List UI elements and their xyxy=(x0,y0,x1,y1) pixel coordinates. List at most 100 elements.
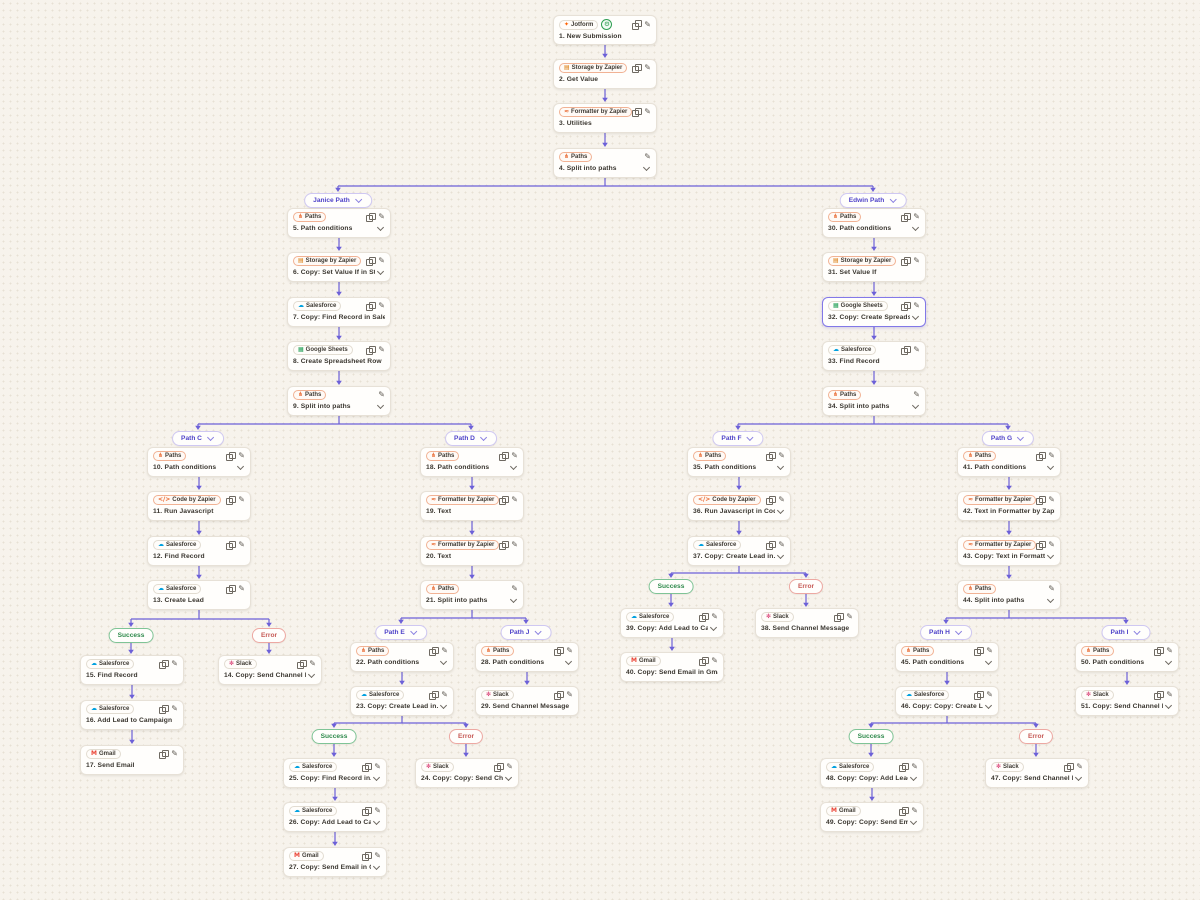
step-card-6[interactable]: ▤ Storage by Zapier ✎ 6. Copy: Set Value… xyxy=(287,252,391,282)
path-label-pathH[interactable]: Path H xyxy=(920,625,972,640)
copy-icon[interactable] xyxy=(366,301,376,311)
path-label-pathD[interactable]: Path D xyxy=(445,431,497,446)
copy-icon[interactable] xyxy=(699,656,709,666)
step-card-19[interactable]: ≈ Formatter by Zapier ✎ 19. Text xyxy=(420,491,524,521)
chevron-down-icon[interactable] xyxy=(984,701,993,710)
chevron-down-icon[interactable] xyxy=(984,657,993,666)
copy-icon[interactable] xyxy=(429,646,439,656)
edit-pencil-icon[interactable]: ✎ xyxy=(846,612,853,621)
edit-pencil-icon[interactable]: ✎ xyxy=(1166,646,1173,655)
chevron-down-icon[interactable] xyxy=(1133,627,1141,636)
chevron-down-icon[interactable] xyxy=(509,462,518,471)
chevron-down-icon[interactable] xyxy=(409,627,417,636)
step-card-9[interactable]: ⋔ Paths ✎ 9. Split into paths xyxy=(287,386,391,416)
edit-pencil-icon[interactable]: ✎ xyxy=(913,212,920,221)
chevron-down-icon[interactable] xyxy=(1046,551,1055,560)
copy-icon[interactable] xyxy=(901,256,911,266)
step-card-45[interactable]: ⋔ Paths ✎ 45. Path conditions xyxy=(895,642,999,672)
step-card-29[interactable]: ✻ Slack ✎ 29. Send Channel Message xyxy=(475,686,579,716)
chevron-down-icon[interactable] xyxy=(479,433,487,442)
copy-icon[interactable] xyxy=(366,256,376,266)
copy-icon[interactable] xyxy=(554,690,564,700)
copy-icon[interactable] xyxy=(974,690,984,700)
copy-icon[interactable] xyxy=(362,762,372,772)
step-card-1[interactable]: ✦ Jotform ⚙ ✎ 1. New Submission xyxy=(553,15,657,45)
chevron-down-icon[interactable] xyxy=(889,195,897,204)
copy-icon[interactable] xyxy=(899,762,909,772)
copy-icon[interactable] xyxy=(362,806,372,816)
edit-pencil-icon[interactable]: ✎ xyxy=(374,762,381,771)
edit-pencil-icon[interactable]: ✎ xyxy=(644,19,651,29)
step-card-22[interactable]: ⋔ Paths ✎ 22. Path conditions xyxy=(350,642,454,672)
edit-pencil-icon[interactable]: ✎ xyxy=(378,345,385,354)
edit-pencil-icon[interactable]: ✎ xyxy=(441,690,448,699)
path-label-pathF[interactable]: Path F xyxy=(712,431,764,446)
edit-pencil-icon[interactable]: ✎ xyxy=(171,659,178,668)
copy-icon[interactable] xyxy=(901,345,911,355)
step-card-5[interactable]: ⋔ Paths ✎ 5. Path conditions xyxy=(287,208,391,238)
step-card-23[interactable]: ☁ Salesforce ✎ 23. Copy: Create Lead in.… xyxy=(350,686,454,716)
path-label-pathC[interactable]: Path C xyxy=(172,431,224,446)
edit-pencil-icon[interactable]: ✎ xyxy=(986,690,993,699)
copy-icon[interactable] xyxy=(1154,690,1164,700)
step-card-44[interactable]: ⋔ Paths ✎ 44. Split into paths xyxy=(957,580,1061,610)
chevron-down-icon[interactable] xyxy=(1017,433,1025,442)
copy-icon[interactable] xyxy=(499,495,509,505)
copy-icon[interactable] xyxy=(362,851,372,861)
step-card-27[interactable]: M Gmail ✎ 27. Copy: Send Email in Gmail.… xyxy=(283,847,387,877)
chevron-down-icon[interactable] xyxy=(776,551,785,560)
edit-pencil-icon[interactable]: ✎ xyxy=(1048,495,1055,504)
edit-pencil-icon[interactable]: ✎ xyxy=(378,256,385,265)
edit-pencil-icon[interactable]: ✎ xyxy=(374,806,381,815)
chevron-down-icon[interactable] xyxy=(509,595,518,604)
step-card-20[interactable]: ≈ Formatter by Zapier ✎ 20. Text xyxy=(420,536,524,566)
chevron-down-icon[interactable] xyxy=(642,163,651,172)
path-label-pathJ[interactable]: Path J xyxy=(500,625,552,640)
edit-pencil-icon[interactable]: ✎ xyxy=(378,390,385,399)
copy-icon[interactable] xyxy=(429,690,439,700)
chevron-down-icon[interactable] xyxy=(909,773,918,782)
copy-icon[interactable] xyxy=(159,749,169,759)
step-card-36[interactable]: </> Code by Zapier ✎ 36. Run Javascript … xyxy=(687,491,791,521)
edit-pencil-icon[interactable]: ✎ xyxy=(1166,690,1173,699)
edit-pencil-icon[interactable]: ✎ xyxy=(566,690,573,699)
chevron-down-icon[interactable] xyxy=(376,401,385,410)
step-card-30[interactable]: ⋔ Paths ✎ 30. Path conditions xyxy=(822,208,926,238)
step-card-35[interactable]: ⋔ Paths ✎ 35. Path conditions xyxy=(687,447,791,477)
copy-icon[interactable] xyxy=(834,612,844,622)
chevron-down-icon[interactable] xyxy=(1164,701,1173,710)
chevron-down-icon[interactable] xyxy=(909,817,918,826)
edit-pencil-icon[interactable]: ✎ xyxy=(309,659,316,668)
chevron-down-icon[interactable] xyxy=(911,401,920,410)
copy-icon[interactable] xyxy=(226,540,236,550)
step-card-7[interactable]: ☁ Salesforce ✎ 7. Copy: Find Record in S… xyxy=(287,297,391,327)
step-card-41[interactable]: ⋔ Paths ✎ 41. Path conditions xyxy=(957,447,1061,477)
edit-pencil-icon[interactable]: ✎ xyxy=(1048,540,1055,549)
chevron-down-icon[interactable] xyxy=(1046,462,1055,471)
copy-icon[interactable] xyxy=(159,704,169,714)
step-card-38[interactable]: ✻ Slack ✎ 38. Send Channel Message xyxy=(755,608,859,638)
chevron-down-icon[interactable] xyxy=(746,433,754,442)
edit-pencil-icon[interactable]: ✎ xyxy=(1048,451,1055,460)
copy-icon[interactable] xyxy=(901,301,911,311)
edit-pencil-icon[interactable]: ✎ xyxy=(1048,584,1055,593)
copy-icon[interactable] xyxy=(899,806,909,816)
copy-icon[interactable] xyxy=(226,451,236,461)
copy-icon[interactable] xyxy=(632,107,642,117)
step-card-12[interactable]: ☁ Salesforce ✎ 12. Find Record xyxy=(147,536,251,566)
path-label-edwin[interactable]: Edwin Path xyxy=(839,193,907,208)
step-card-26[interactable]: ☁ Salesforce ✎ 26. Copy: Add Lead to Cam… xyxy=(283,802,387,832)
chevron-down-icon[interactable] xyxy=(1046,595,1055,604)
step-card-3[interactable]: ≈ Formatter by Zapier ✎ 3. Utilities xyxy=(553,103,657,133)
edit-pencil-icon[interactable]: ✎ xyxy=(911,806,918,815)
step-card-21[interactable]: ⋔ Paths ✎ 21. Split into paths xyxy=(420,580,524,610)
copy-icon[interactable] xyxy=(499,540,509,550)
copy-icon[interactable] xyxy=(554,646,564,656)
copy-icon[interactable] xyxy=(974,646,984,656)
copy-icon[interactable] xyxy=(226,495,236,505)
chevron-down-icon[interactable] xyxy=(354,195,362,204)
copy-icon[interactable] xyxy=(366,212,376,222)
chevron-down-icon[interactable] xyxy=(954,627,962,636)
edit-pencil-icon[interactable]: ✎ xyxy=(238,451,245,460)
